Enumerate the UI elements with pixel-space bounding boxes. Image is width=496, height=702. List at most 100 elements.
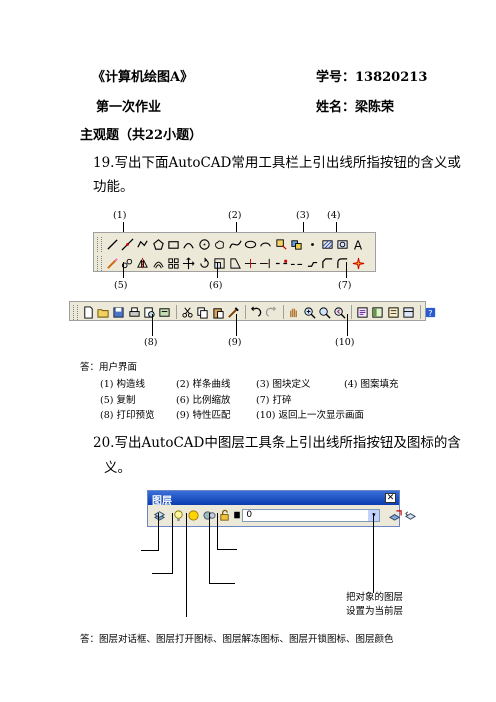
zoomrt-icon[interactable] <box>302 305 316 319</box>
zoomwin-icon[interactable] <box>317 305 331 319</box>
chamfer-icon[interactable] <box>320 256 334 270</box>
svg-text:A: A <box>354 238 363 250</box>
polygon-icon[interactable] <box>151 237 165 251</box>
svg-text:?: ? <box>428 308 432 318</box>
toolbar-grip[interactable] <box>97 236 102 252</box>
toolbar-separator <box>176 305 178 319</box>
arc-icon[interactable] <box>182 237 196 251</box>
newf-icon[interactable] <box>81 305 95 319</box>
stretch-icon[interactable] <box>228 256 242 270</box>
insert-icon[interactable] <box>274 237 288 251</box>
circle-icon[interactable] <box>197 237 211 251</box>
undo-icon[interactable] <box>249 305 263 319</box>
offset-icon[interactable] <box>151 256 165 270</box>
text-icon[interactable]: A <box>351 237 365 251</box>
q19-answer-8: (8) 打印预览 <box>100 410 155 421</box>
q19-answer-10: (10) 返回上一次显示画面 <box>256 410 365 421</box>
sheet-icon[interactable] <box>401 305 415 319</box>
student-id: 学号：13820213 <box>316 70 428 85</box>
rect-icon[interactable] <box>167 237 181 251</box>
layer-previous-icon[interactable] <box>404 509 418 523</box>
draw-modify-toolbar: A <box>93 232 376 272</box>
preview-icon[interactable] <box>143 305 157 319</box>
zoomprev-icon[interactable] <box>333 305 347 319</box>
layer-on-icon[interactable] <box>171 509 185 523</box>
layer-window-title: 图层 <box>152 496 172 507</box>
erase-icon[interactable] <box>105 256 119 270</box>
toolbar-separator <box>419 305 421 319</box>
q19-text-line1: 19.写出下面AutoCAD常用工具栏上引出线所指按钮的含义或 <box>93 155 461 171</box>
course-title: 《计算机绘图A》 <box>92 70 194 85</box>
design-icon[interactable] <box>371 305 385 319</box>
save-icon[interactable] <box>112 305 126 319</box>
move-icon[interactable] <box>182 256 196 270</box>
breakpt-icon[interactable] <box>274 256 288 270</box>
callout-3: (3) <box>296 210 310 221</box>
join-icon[interactable] <box>305 256 319 270</box>
layer-window-titlebar: 图层 ✕ <box>148 491 399 507</box>
callout-9: (9) <box>228 337 242 348</box>
brk-icon[interactable] <box>290 256 304 270</box>
open-icon[interactable] <box>96 305 110 319</box>
callout-1: (1) <box>113 210 127 221</box>
student-name: 姓名：梁陈荣 <box>316 100 395 115</box>
callout-10: (10) <box>335 337 355 348</box>
point-icon[interactable] <box>305 237 319 251</box>
callout-6: (6) <box>209 280 223 291</box>
layer-select-combo[interactable]: 0 ▾ <box>242 509 381 522</box>
fillet-icon[interactable] <box>336 256 350 270</box>
paste-icon[interactable] <box>211 305 225 319</box>
toolbar-grip[interactable] <box>97 255 102 271</box>
cut-icon[interactable] <box>180 305 194 319</box>
q19-answer-7: (7) 打碎 <box>256 395 292 406</box>
layer-unlock-icon[interactable] <box>218 509 232 523</box>
trim-icon[interactable] <box>244 256 258 270</box>
toolbar-separator <box>244 305 246 319</box>
tool-icon[interactable] <box>386 305 400 319</box>
ellipse-icon[interactable] <box>244 237 258 251</box>
rotate-icon[interactable] <box>197 256 211 270</box>
hatch-icon[interactable] <box>320 237 334 251</box>
earc-icon[interactable] <box>259 237 273 251</box>
copyclip-icon[interactable] <box>196 305 210 319</box>
q20-answer: 答：图层对话框、图层打开图标、图层解冻图标、图层开锁图标、图层颜色 <box>80 634 394 645</box>
pan-icon[interactable] <box>287 305 301 319</box>
print-icon[interactable] <box>127 305 141 319</box>
extend-icon[interactable] <box>259 256 273 270</box>
toolbar-grip[interactable] <box>73 304 78 320</box>
mirror-icon[interactable] <box>136 256 150 270</box>
callout-2: (2) <box>228 210 242 221</box>
region-icon[interactable] <box>336 237 350 251</box>
make-current-layer-icon[interactable] <box>388 509 402 523</box>
pline-icon[interactable] <box>136 237 150 251</box>
section-title: 主观题（共22小题） <box>80 128 203 143</box>
q19-answer-5: (5) 复制 <box>100 395 136 406</box>
xline-icon[interactable] <box>120 237 134 251</box>
scale-icon[interactable] <box>213 256 227 270</box>
copy-icon[interactable] <box>120 256 134 270</box>
q20-text-line1: 20.写出AutoCAD中图层工具条上引出线所指按钮及图标的含 <box>93 435 461 451</box>
line-icon[interactable] <box>105 237 119 251</box>
layer-select-value: 0 <box>246 510 253 520</box>
q19-answer-2: (2) 样条曲线 <box>176 379 231 390</box>
redo-icon[interactable] <box>264 305 278 319</box>
callout-4: (4) <box>327 210 341 221</box>
block-icon[interactable] <box>290 237 304 251</box>
close-icon[interactable]: ✕ <box>385 493 396 503</box>
cloud-icon[interactable] <box>213 237 227 251</box>
q19-answer-3: (3) 图块定义 <box>256 379 311 390</box>
layer-manager-icon[interactable] <box>152 509 166 523</box>
array-icon[interactable] <box>167 256 181 270</box>
spline-icon[interactable] <box>228 237 242 251</box>
match-icon[interactable] <box>227 305 241 319</box>
props-icon[interactable] <box>355 305 369 319</box>
callout-current-layer-line2: 设置为当前层 <box>346 606 404 617</box>
publish-icon[interactable] <box>158 305 172 319</box>
callout-7: (7) <box>338 280 352 291</box>
layer-thaw-icon[interactable] <box>187 509 201 523</box>
assignment-label: 第一次作业 <box>96 100 162 115</box>
help-icon[interactable]: ? <box>424 305 438 319</box>
explode-icon[interactable] <box>351 256 365 270</box>
layer-color-icon[interactable] <box>233 509 241 523</box>
q19-text-line2: 功能。 <box>93 179 134 195</box>
